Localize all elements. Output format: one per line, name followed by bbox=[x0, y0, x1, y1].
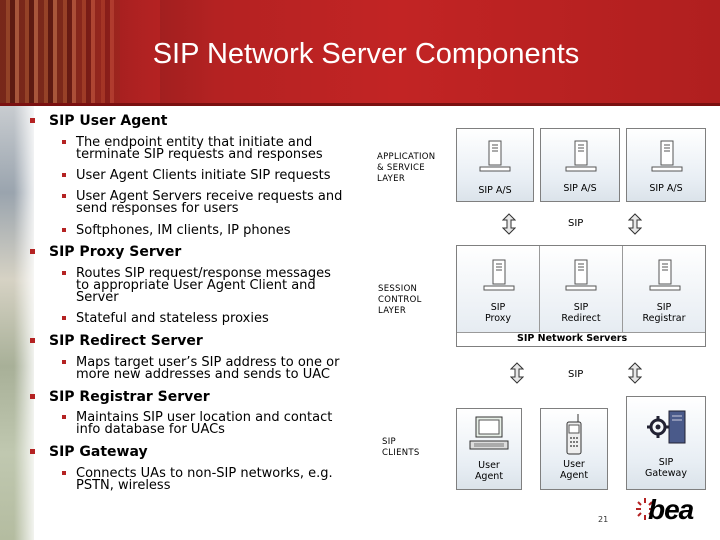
bullet-sip-user-agent: SIP User Agent bbox=[30, 113, 167, 129]
title-banner: SIP Network Server Components bbox=[0, 0, 720, 103]
bea-logo-mark bbox=[636, 498, 654, 520]
bullet-sip-gateway: SIP Gateway bbox=[30, 444, 148, 460]
server-icon bbox=[483, 259, 515, 291]
sip-label: SIP bbox=[568, 218, 584, 229]
sub-bullet: User Agent Clients initiate SIP requests bbox=[62, 169, 331, 182]
server-icon bbox=[565, 140, 597, 172]
server-icon bbox=[649, 259, 681, 291]
double-arrow-icon bbox=[628, 213, 642, 235]
double-arrow-icon bbox=[628, 362, 642, 384]
sub-bullet: Softphones, IM clients, IP phones bbox=[62, 224, 291, 237]
bea-logo-text: bea bbox=[648, 494, 694, 525]
app-server-panel: SIP A/S bbox=[540, 128, 620, 202]
computer-icon bbox=[469, 416, 509, 450]
gateway-gear-icon bbox=[647, 410, 686, 444]
sub-bullet: Maps target user’s SIP address to one or… bbox=[62, 356, 339, 381]
title-rule bbox=[0, 103, 720, 106]
app-server-panel: SIP A/S bbox=[626, 128, 706, 202]
server-icon bbox=[565, 259, 597, 291]
app-server-panel: SIP A/S bbox=[456, 128, 534, 202]
bullet-sip-proxy-server: SIP Proxy Server bbox=[30, 244, 181, 260]
bullet-sip-registrar-server: SIP Registrar Server bbox=[30, 389, 210, 405]
sub-bullet: Stateful and stateless proxies bbox=[62, 312, 269, 325]
server-icon bbox=[479, 140, 511, 172]
phone-icon bbox=[566, 414, 582, 455]
sub-bullet: Connects UAs to non-SIP networks, e.g.PS… bbox=[62, 467, 333, 492]
bullet-sip-redirect-server: SIP Redirect Server bbox=[30, 333, 203, 349]
page-number: 21 bbox=[598, 515, 609, 524]
slide-title: SIP Network Server Components bbox=[152, 38, 580, 70]
server-icon bbox=[651, 140, 683, 172]
double-arrow-icon bbox=[502, 213, 516, 235]
network-servers-title: SIP Network Servers bbox=[517, 333, 628, 344]
double-arrow-icon bbox=[510, 362, 524, 384]
sip-label: SIP bbox=[568, 369, 584, 380]
